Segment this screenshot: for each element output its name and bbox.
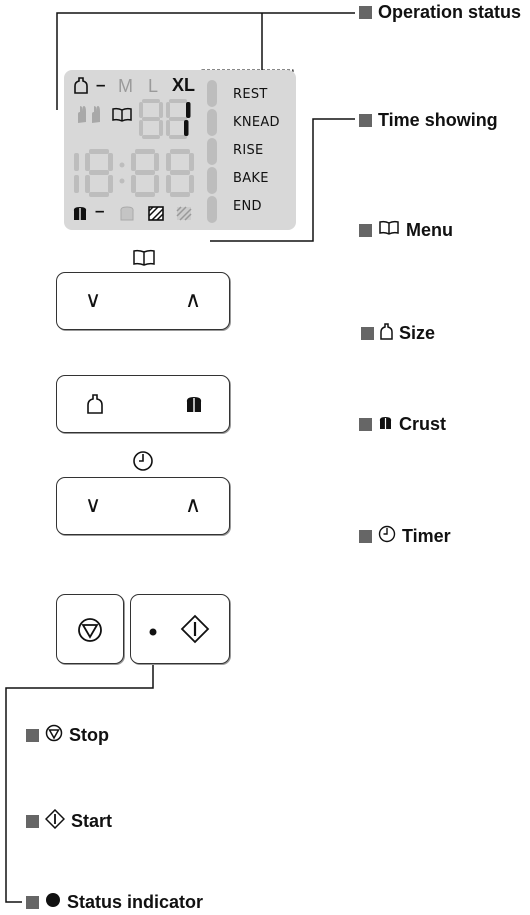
crust-gray-icon	[176, 206, 192, 226]
dot-icon	[148, 624, 158, 642]
stop-button[interactable]	[56, 594, 124, 664]
start-icon	[44, 808, 66, 834]
stage-bar-rise	[207, 138, 217, 165]
stage-bar-knead	[207, 109, 217, 136]
bullet-square	[26, 896, 39, 909]
size-crust-button[interactable]	[56, 375, 230, 433]
size-l: L	[148, 76, 159, 96]
stage-end: END	[233, 199, 262, 214]
stop-icon[interactable]	[77, 617, 103, 648]
book-icon	[132, 249, 156, 272]
timer-down-arrow[interactable]: ∨	[85, 493, 102, 518]
label-time-showing: Time showing	[359, 110, 498, 131]
label-timer: Timer	[359, 525, 451, 548]
bullet-square	[26, 815, 39, 828]
menu-up-arrow[interactable]: ∧	[185, 288, 202, 313]
crust-light-icon	[119, 205, 135, 226]
loaf-icon	[74, 76, 88, 99]
bread-icon[interactable]	[185, 395, 203, 418]
bullet-square	[359, 530, 372, 543]
crust-dark-icon	[72, 205, 88, 226]
clock-icon	[132, 450, 154, 477]
stage-knead: KNEAD	[233, 115, 280, 130]
label-crust: Crust	[359, 414, 446, 435]
stage-bake: BAKE	[233, 171, 269, 186]
stage-bar-end	[207, 196, 217, 223]
crust-dash: –	[95, 201, 105, 220]
bullet-square	[359, 224, 372, 237]
label-start: Start	[26, 808, 112, 834]
label-size: Size	[361, 322, 435, 345]
bullet-square	[359, 114, 372, 127]
menu-down-arrow[interactable]: ∨	[85, 288, 102, 313]
dot-icon	[45, 892, 61, 913]
menu-number-display	[139, 99, 191, 139]
lcd-display: – M L XL	[64, 70, 296, 230]
clock-icon	[378, 525, 396, 548]
stage-rise: RISE	[233, 143, 264, 158]
book-icon	[378, 220, 400, 241]
stop-icon	[45, 724, 63, 747]
bread-icon	[378, 414, 393, 435]
start-button[interactable]	[130, 594, 230, 664]
timer-up-arrow[interactable]: ∧	[185, 493, 202, 518]
start-icon[interactable]	[180, 614, 210, 649]
label-operation-status: Operation status	[359, 2, 521, 23]
stage-bar-bake	[207, 167, 217, 194]
bullet-square	[361, 327, 374, 340]
timer-button[interactable]: ∨ ∧	[56, 477, 230, 535]
loaf-icon	[380, 322, 393, 345]
size-m: M	[118, 76, 133, 96]
stage-bar-rest	[207, 80, 217, 107]
hands-icon	[76, 103, 104, 130]
label-status-indicator: Status indicator	[26, 892, 203, 913]
size-xl: XL	[172, 75, 196, 95]
label-menu: Menu	[359, 220, 453, 241]
size-dash: –	[96, 75, 106, 94]
crust-medium-icon	[148, 206, 164, 226]
bullet-square	[26, 729, 39, 742]
label-stop: Stop	[26, 724, 109, 747]
time-display	[74, 149, 194, 197]
loaf-icon[interactable]	[87, 393, 103, 420]
book-icon	[111, 107, 133, 128]
bullet-square	[359, 6, 372, 19]
bullet-square	[359, 418, 372, 431]
menu-button[interactable]: ∨ ∧	[56, 272, 230, 330]
stage-rest: REST	[233, 87, 268, 102]
